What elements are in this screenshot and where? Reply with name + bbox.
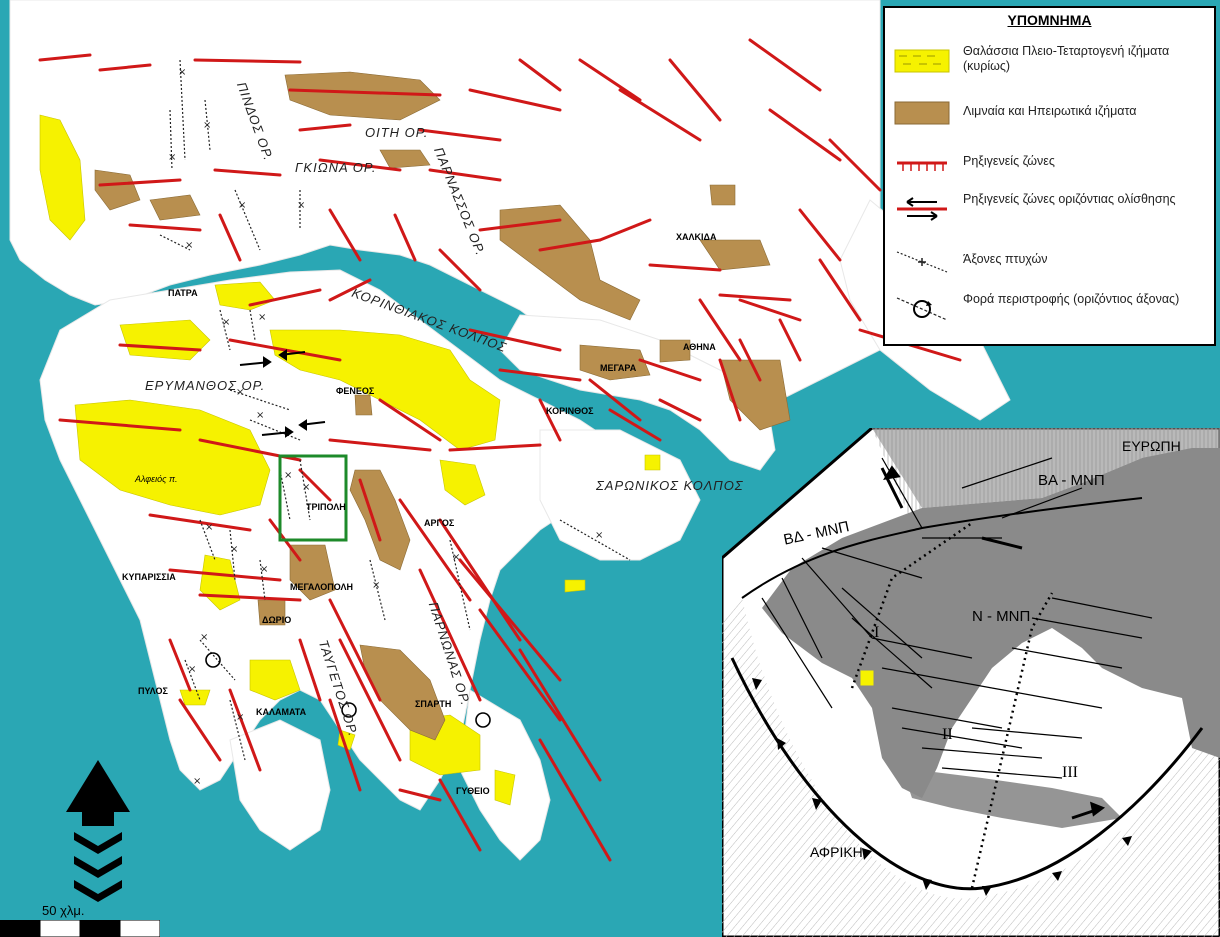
svg-text:×: × [203, 120, 211, 131]
legend-item-fault: Ρηξιγενείς ζώνες [893, 142, 1213, 186]
svg-text:×: × [302, 482, 310, 493]
town-label: ΠΑΤΡΑ [168, 288, 198, 298]
legend-text: Λιμναία και Ηπειρωτικά ιζήματα [963, 104, 1137, 118]
rotation-symbols [205, 652, 491, 728]
rotation-icon [896, 297, 948, 321]
scale-label: 50 χλμ. [42, 903, 85, 918]
legend-item-strike-slip: Ρηξιγενείς ζώνες οριζόντιας ολίσθησης [893, 188, 1213, 232]
town-label: ΓΥΘΕΙΟ [456, 786, 490, 796]
town-label: ΧΑΛΚΙΔΑ [676, 232, 717, 242]
svg-text:×: × [258, 312, 266, 323]
town-label: ΜΕΓΑΛΟΠΟΛΗ [290, 582, 353, 592]
svg-text:×: × [230, 544, 238, 555]
mountain-label: ΕΡΥΜΑΝΘΟΣ ΟΡ. [145, 378, 266, 393]
town-label: ΜΕΓΑΡΑ [600, 363, 637, 373]
study-area-box [278, 454, 348, 542]
fold-axis-icon [896, 251, 948, 273]
inset-africa-label: ΑΦΡΙΚΗ [810, 844, 863, 860]
mountain-label: ΓΚΙΩΝΑ ΟΡ. [295, 160, 377, 175]
town-label: ΚΑΛΑΜΑΤΑ [256, 707, 307, 717]
gulf-label: ΣΑΡΩΝΙΚΟΣ ΚΟΛΠΟΣ [596, 478, 744, 493]
town-label: ΑΡΓΟΣ [424, 518, 455, 528]
svg-text:×: × [185, 240, 193, 251]
inset-s-block-label: Ν - ΜΝΠ [972, 608, 1031, 625]
inset-tectonic-map [720, 426, 1220, 937]
lake-sediments-icon [894, 101, 950, 125]
legend-text: Θαλάσσια Πλειο-Τεταρτογενή ιζήματα (κυρί… [963, 44, 1170, 73]
legend-text: Ρηξιγενείς ζώνες οριζόντιας ολίσθησης [963, 192, 1176, 206]
north-arrow-icon [66, 760, 130, 902]
fold-markers: × × × × × × × × × × × × × × × × × × × × × × [168, 67, 603, 787]
svg-text:×: × [236, 387, 244, 398]
land-messinia-tip [229, 719, 331, 851]
marine-sediments [39, 114, 661, 806]
town-label: ΣΠΑΡΤΗ [415, 699, 452, 709]
inset-land [762, 448, 1220, 798]
legend-title: ΥΠΟΜΝΗΜΑ [1007, 12, 1092, 28]
svg-text:×: × [256, 410, 264, 421]
svg-text:×: × [200, 632, 208, 643]
inset-zone-3: III [1062, 764, 1078, 781]
scale-bar [0, 920, 160, 937]
marine-sediments-icon [894, 49, 950, 73]
town-label: ΔΩΡΙΟ [262, 615, 292, 625]
legend-item-lake: Λιμναία και Ηπειρωτικά ιζήματα [893, 92, 1213, 136]
fold-axes [159, 59, 631, 761]
town-label: ΠΥΛΟΣ [138, 686, 168, 696]
svg-text:×: × [284, 470, 292, 481]
legend-item-rotation: Φορά περιστροφής (οριζόντιος άξονας) [893, 288, 1213, 332]
inset-europe-label: ΕΥΡΩΠΗ [1122, 438, 1181, 454]
svg-text:×: × [260, 564, 268, 575]
svg-text:×: × [168, 152, 176, 163]
town-label: ΚΟΡΙΝΘΟΣ [546, 406, 594, 416]
legend-text: Ρηξιγενείς ζώνες [963, 154, 1055, 168]
inset-map: ΕΥΡΩΠΗ ΒΑ - ΜΝΠ ΒΔ - ΜΝΠ Ν - ΜΝΠ I II II… [720, 426, 1220, 937]
town-label: ΦΕΝΕΟΣ [336, 386, 375, 396]
svg-text:×: × [372, 580, 380, 591]
land-argolid [539, 429, 701, 561]
svg-text:×: × [452, 552, 460, 563]
svg-text:×: × [178, 67, 186, 78]
inset-ne-block-label: ΒΑ - ΜΝΠ [1038, 472, 1105, 489]
svg-text:×: × [238, 200, 246, 211]
svg-text:×: × [193, 776, 201, 787]
inset-study-site [859, 669, 875, 687]
strike-slip-icon [897, 197, 947, 221]
river-label: Αλφειός π. [135, 474, 178, 484]
svg-text:×: × [222, 317, 230, 328]
svg-text:×: × [188, 664, 196, 675]
legend-text: Φορά περιστροφής (οριζόντιος άξονας) [963, 292, 1180, 306]
legend: ΥΠΟΜΝΗΜΑ Θαλάσσια Πλειο-Τεταρτογενή ιζήμ… [883, 6, 1216, 346]
inset-zone-2: II [942, 726, 953, 743]
mountain-label: ΟΙΤΗ ΟΡ. [365, 125, 429, 140]
svg-text:×: × [595, 530, 603, 541]
legend-item-fold-axis: Άξονες πτυχών [893, 240, 1213, 284]
legend-text: Άξονες πτυχών [963, 252, 1048, 266]
svg-text:×: × [236, 712, 244, 723]
land-attica [499, 314, 776, 471]
town-label: ΑΘΗΝΑ [683, 342, 716, 352]
svg-text:×: × [205, 522, 213, 533]
legend-item-marine: Θαλάσσια Πλειο-Τεταρτογενή ιζήματα (κυρί… [893, 40, 1213, 84]
fault-zone-icon [897, 161, 947, 171]
strike-slip-arrows [239, 349, 326, 438]
lake-sediments [94, 71, 791, 741]
town-label: ΤΡΙΠΟΛΗ [306, 502, 346, 512]
town-label: ΚΥΠΑΡΙΣΣΙΑ [122, 572, 176, 582]
inset-zone-1: I [874, 624, 880, 641]
svg-text:×: × [297, 200, 305, 211]
